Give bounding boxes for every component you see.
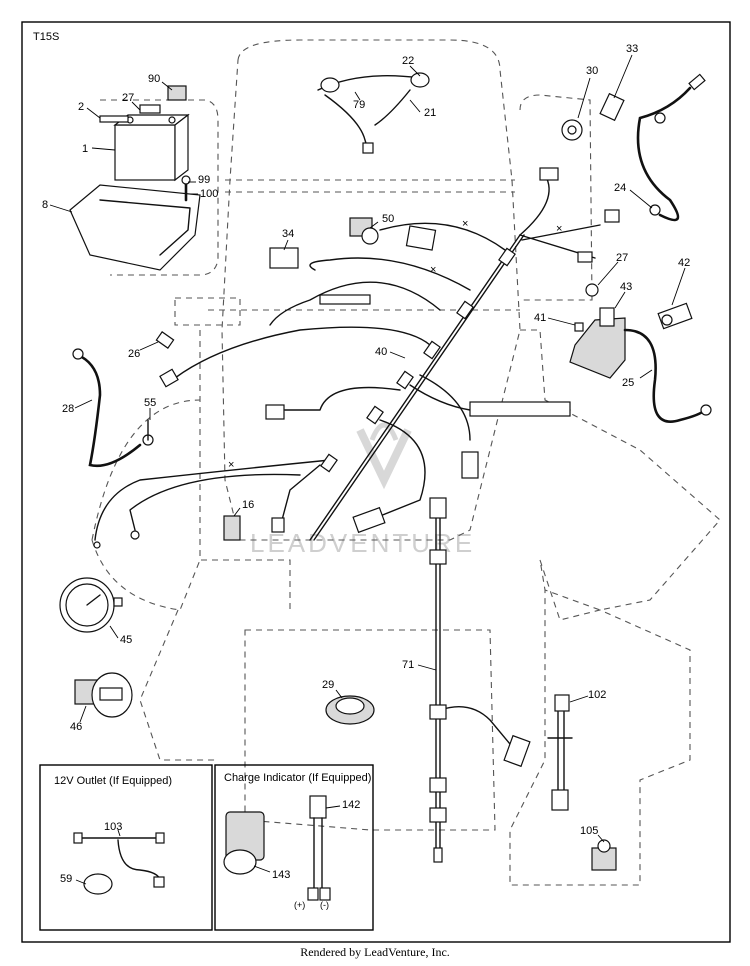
- callout-46: 46: [70, 721, 82, 733]
- battery-group: [69, 85, 201, 271]
- fuse-26: [155, 331, 175, 349]
- misc-parts: [59, 515, 617, 871]
- watermark: LEADVENTURE: [250, 422, 472, 558]
- callout-59: 59: [60, 873, 72, 885]
- callout-25: 25: [622, 377, 634, 389]
- callout-labels: 90 2 27 1 99 100 8 22 79 21 30 33 34 50 …: [42, 43, 690, 885]
- callout-26: 26: [128, 348, 140, 360]
- outlet-inset-title: 12V Outlet (If Equipped): [54, 775, 172, 787]
- callout-33: 33: [626, 43, 638, 55]
- outlet-inset: 12V Outlet (If Equipped): [39, 764, 213, 931]
- callout-50: 50: [382, 213, 394, 225]
- svg-text:×: ×: [556, 223, 562, 235]
- svg-text:×: ×: [462, 218, 468, 230]
- diagram-frame: [21, 21, 731, 943]
- callout-40: 40: [375, 346, 387, 358]
- callout-71: 71: [402, 659, 414, 671]
- callout-143: 143: [272, 869, 290, 881]
- callout-55: 55: [144, 397, 156, 409]
- callout-79: 79: [353, 99, 365, 111]
- leader-lines: [49, 54, 686, 885]
- callout-142: 142: [342, 799, 360, 811]
- charge-inset-title: Charge Indicator (If Equipped): [224, 772, 371, 784]
- headlight-harness: [317, 72, 430, 154]
- callout-41: 41: [534, 312, 546, 324]
- diagram-id: T15S: [33, 31, 59, 43]
- battery: [114, 124, 176, 181]
- callout-99: 99: [198, 174, 210, 186]
- callout-42: 42: [678, 257, 690, 269]
- callout-43: 43: [620, 281, 632, 293]
- callout-105: 105: [580, 825, 598, 837]
- callout-8: 8: [42, 199, 48, 211]
- outlet-59: [83, 873, 113, 895]
- callout-27-right: 27: [616, 252, 628, 264]
- ignition-switch: [561, 92, 625, 141]
- callout-90: 90: [148, 73, 160, 85]
- switches: [269, 217, 437, 269]
- callout-100: 100: [200, 188, 218, 200]
- solenoid: [569, 283, 626, 379]
- polarity-plus: (+): [294, 900, 305, 910]
- cable-25: [623, 328, 712, 423]
- callout-34: 34: [282, 228, 294, 240]
- charge-inset: Charge Indicator (If Equipped) (+) (-): [214, 764, 374, 931]
- callout-24: 24: [614, 182, 626, 194]
- callout-103: 103: [104, 821, 122, 833]
- switch-50: [361, 227, 379, 245]
- callout-102: 102: [588, 689, 606, 701]
- callout-21: 21: [424, 107, 436, 119]
- relay-16: [223, 515, 241, 541]
- battery-terminal-cover: [167, 85, 187, 101]
- polarity-minus: (-): [320, 900, 329, 910]
- harness-71: [429, 497, 531, 863]
- footer-credit: Rendered by LeadVenture, Inc.: [300, 945, 450, 959]
- svg-text:×: ×: [430, 264, 436, 276]
- callout-27-top: 27: [122, 92, 134, 104]
- terminal-boot-42: [657, 302, 693, 330]
- tractor-outline: [91, 39, 721, 886]
- cable-28: [72, 348, 154, 468]
- switch-34: [269, 247, 299, 269]
- harness-102: [547, 694, 573, 811]
- ignition-key: [599, 92, 625, 122]
- main-harness: × × × ×: [93, 167, 620, 549]
- switch-105: [591, 839, 617, 871]
- svg-text:×: ×: [228, 459, 234, 471]
- callout-28: 28: [62, 403, 74, 415]
- solenoid-43: [569, 317, 626, 379]
- callout-45: 45: [120, 634, 132, 646]
- cable-24: [636, 73, 706, 222]
- callout-22: 22: [402, 55, 414, 67]
- battery-tray: [69, 184, 201, 271]
- callout-29: 29: [322, 679, 334, 691]
- callout-2: 2: [78, 101, 84, 113]
- callout-16: 16: [242, 499, 254, 511]
- callout-1: 1: [82, 143, 88, 155]
- callout-30: 30: [586, 65, 598, 77]
